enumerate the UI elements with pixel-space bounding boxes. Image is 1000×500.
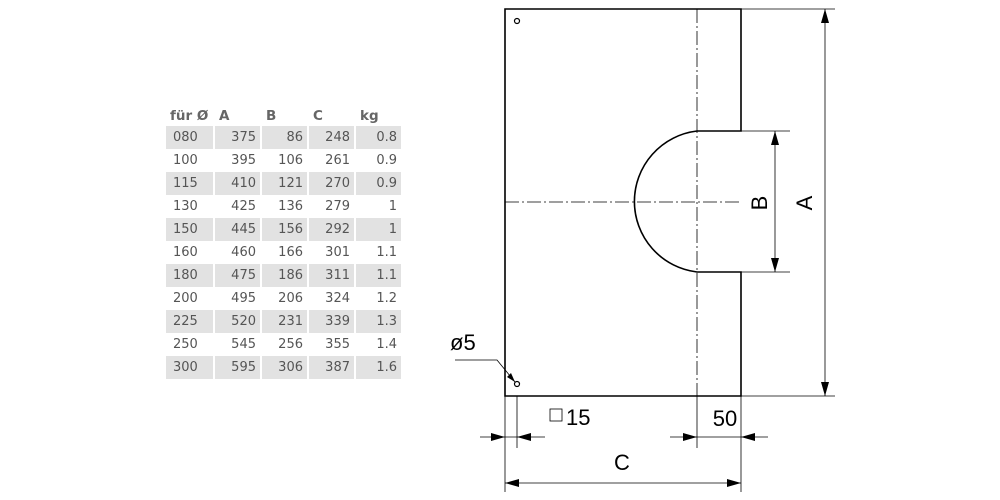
header-a: A: [219, 108, 230, 124]
table-cell: 395: [231, 153, 256, 168]
label-15: 15: [566, 405, 590, 430]
table-cell: 080: [166, 126, 213, 149]
table-cell: 545: [231, 337, 256, 352]
table-cell: 520: [215, 310, 260, 333]
table-cell: 300: [166, 356, 213, 379]
table-cell: 248: [309, 126, 354, 149]
header-diameter: für Ø: [170, 108, 209, 124]
table-cell: 121: [262, 172, 307, 195]
table-cell: 250: [173, 337, 198, 352]
table-cell: 375: [215, 126, 260, 149]
table-row: 100 395 106 261 0.9: [166, 149, 401, 172]
table-cell: 256: [278, 337, 303, 352]
label-a: A: [792, 195, 817, 210]
table-cell: 1.1: [356, 264, 401, 287]
table-cell: 166: [278, 245, 303, 260]
table-cell: 311: [309, 264, 354, 287]
hole-top: [513, 17, 521, 25]
table-cell: 355: [325, 337, 350, 352]
table-cell: 231: [262, 310, 307, 333]
label-50: 50: [713, 406, 737, 431]
table-cell: 445: [215, 218, 260, 241]
table-cell: 100: [173, 153, 198, 168]
table-header: für Ø A B C kg: [166, 106, 401, 126]
table-row: 250 545 256 355 1.4: [166, 333, 401, 356]
table-cell: 475: [215, 264, 260, 287]
table-cell: 410: [215, 172, 260, 195]
header-c: C: [313, 108, 323, 124]
table-cell: 1.1: [376, 245, 397, 260]
header-kg: kg: [360, 108, 379, 124]
table-cell: 387: [309, 356, 354, 379]
table-cell: 1: [356, 218, 401, 241]
table-cell: 339: [309, 310, 354, 333]
table-cell: 0.9: [376, 153, 397, 168]
table-cell: 1: [388, 199, 397, 214]
hole-leader: [455, 359, 516, 383]
table-cell: 261: [325, 153, 350, 168]
table-cell: 595: [215, 356, 260, 379]
table-cell: 180: [166, 264, 213, 287]
table-cell: 460: [231, 245, 256, 260]
table-cell: 495: [231, 291, 256, 306]
table-cell: 86: [262, 126, 307, 149]
table-cell: 186: [262, 264, 307, 287]
table-row: 200 495 206 324 1.2: [166, 287, 401, 310]
table-cell: 306: [262, 356, 307, 379]
plate-outline: [504, 8, 742, 397]
hole-bottom: [513, 380, 521, 388]
table-cell: 0.9: [356, 172, 401, 195]
table-cell: 292: [309, 218, 354, 241]
label-hole-diameter: ø5: [450, 330, 476, 355]
label-c: C: [614, 450, 630, 475]
table-cell: 115: [166, 172, 213, 195]
table-cell: 130: [173, 199, 198, 214]
table-cell: 150: [166, 218, 213, 241]
table-cell: 156: [262, 218, 307, 241]
table-cell: 206: [278, 291, 303, 306]
table-cell: 324: [325, 291, 350, 306]
table-cell: 1.3: [356, 310, 401, 333]
table-row: 160 460 166 301 1.1: [166, 241, 401, 264]
table-cell: 1.4: [376, 337, 397, 352]
table-cell: 301: [325, 245, 350, 260]
table-cell: 279: [325, 199, 350, 214]
table-cell: 270: [309, 172, 354, 195]
table-cell: 225: [166, 310, 213, 333]
table-cell: 106: [278, 153, 303, 168]
square-symbol: [549, 408, 563, 422]
label-b: B: [747, 196, 772, 211]
table-cell: 160: [173, 245, 198, 260]
table-cell: 0.8: [356, 126, 401, 149]
header-b: B: [266, 108, 277, 124]
table-row: 130 425 136 279 1: [166, 195, 401, 218]
table-cell: 425: [231, 199, 256, 214]
table-cell: 136: [278, 199, 303, 214]
table-cell: 1.6: [356, 356, 401, 379]
table-cell: 1.2: [376, 291, 397, 306]
table-cell: 200: [173, 291, 198, 306]
